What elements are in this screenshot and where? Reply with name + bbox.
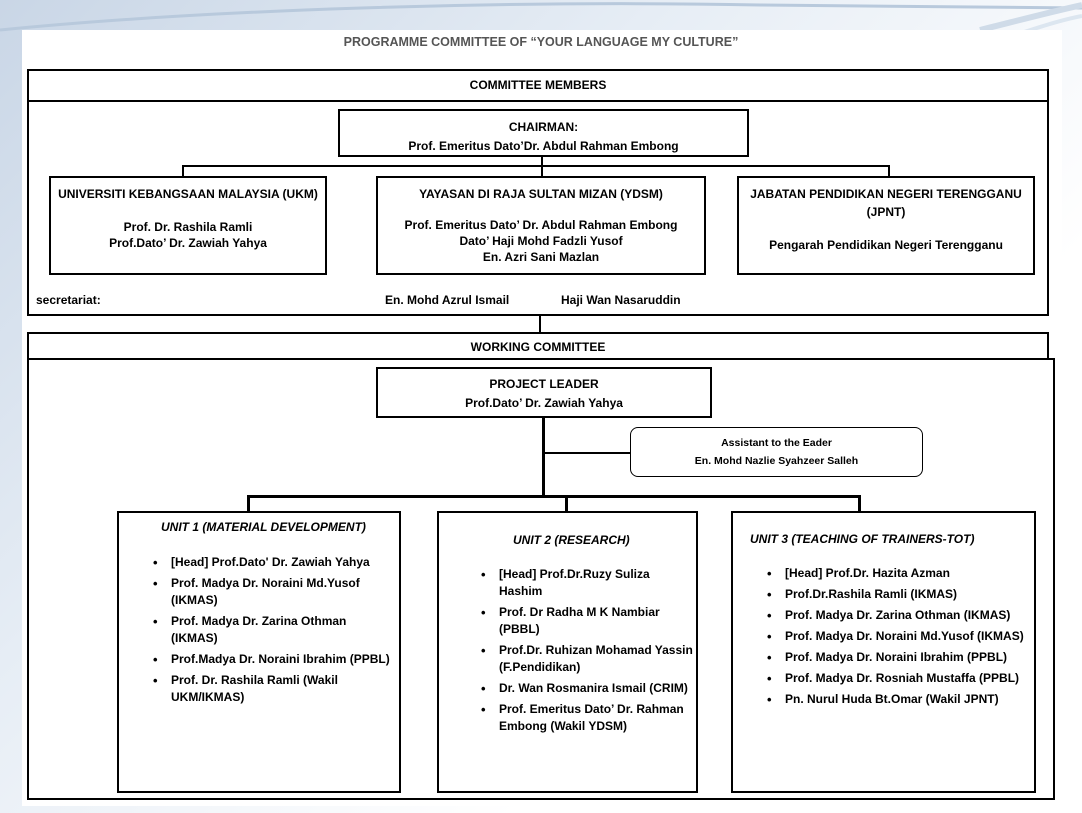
unit-member: [Head] Prof.Dato' Dr. Zawiah Yahya <box>131 554 391 571</box>
unit-member: Prof. Madya Dr. Zarina Othman (IKMAS) <box>131 613 391 647</box>
page-title: PROGRAMME COMMITTEE OF “YOUR LANGUAGE MY… <box>343 35 739 49</box>
unit-member: Prof. Emeritus Dato’ Dr. Rahman Embong (… <box>459 701 695 735</box>
unit-title: UNIT 3 (TEACHING OF TRAINERS-TOT) <box>750 532 975 546</box>
connector <box>544 452 630 454</box>
org-member: Pengarah Pendidikan Negeri Terengganu <box>769 238 1003 252</box>
connector <box>542 418 545 497</box>
org-name: YAYASAN DI RAJA SULTAN MIZAN (YDSM) <box>419 187 663 201</box>
connector <box>539 315 541 333</box>
org-box-ukm: UNIVERSITI KEBANGSAAN MALAYSIA (UKM) Pro… <box>49 176 327 275</box>
unit-member: Prof. Madya Dr. Rosniah Mustaffa (PPBL) <box>745 670 1037 687</box>
assistant-box: Assistant to the Eader En. Mohd Nazlie S… <box>630 427 923 477</box>
chairman-box: CHAIRMAN: Prof. Emeritus Dato’Dr. Abdul … <box>338 109 749 157</box>
org-member: Prof. Dr. Rashila Ramli <box>123 220 253 234</box>
unit-member: Prof. Madya Dr. Noraini Ibrahim (PPBL) <box>745 649 1037 666</box>
connector <box>247 495 861 498</box>
unit-2-box: UNIT 2 (RESEARCH) [Head] Prof.Dr.Ruzy Su… <box>437 511 698 793</box>
connector <box>541 157 543 166</box>
project-leader-label: PROJECT LEADER <box>489 377 599 391</box>
working-committee-header: WORKING COMMITTEE <box>470 340 606 354</box>
unit-member: Prof. Madya Dr. Zarina Othman (IKMAS) <box>745 607 1037 624</box>
org-name-abbrev: (JPNT) <box>866 205 906 219</box>
project-leader-name: Prof.Dato’ Dr. Zawiah Yahya <box>465 396 623 410</box>
unit-member: Prof. Madya Dr. Noraini Md.Yusof (IKMAS) <box>745 628 1037 645</box>
connector <box>888 165 890 177</box>
header-divider <box>27 100 1049 102</box>
unit-1-box: UNIT 1 (MATERIAL DEVELOPMENT) [Head] Pro… <box>117 511 401 793</box>
secretariat-label: secretariat: <box>36 293 101 307</box>
org-box-ydsm: YAYASAN DI RAJA SULTAN MIZAN (YDSM) Prof… <box>376 176 706 275</box>
chairman-label: CHAIRMAN: <box>508 120 579 134</box>
connector <box>182 165 890 167</box>
unit-member: Dr. Wan Rosmanira Ismail (CRIM) <box>459 680 695 697</box>
secretariat-member: En. Mohd Azrul Ismail <box>385 293 510 307</box>
org-box-jpnt: JABATAN PENDIDIKAN NEGERI TERENGGANU (JP… <box>737 176 1035 275</box>
unit-member: Prof. Dr Radha M K Nambiar (PBBL) <box>459 604 695 638</box>
working-committee-header-box: WORKING COMMITTEE <box>27 332 1049 360</box>
org-member: Prof. Emeritus Dato’ Dr. Abdul Rahman Em… <box>404 218 678 232</box>
connector <box>247 495 250 512</box>
connector <box>182 165 184 177</box>
org-member: Dato’ Haji Mohd Fadzli Yusof <box>459 234 623 248</box>
secretariat-member: Haji Wan Nasaruddin <box>561 293 681 307</box>
unit-member: Prof.Dr. Ruhizan Mohamad Yassin (F.Pendi… <box>459 642 695 676</box>
connector <box>858 495 861 512</box>
org-name: JABATAN PENDIDIKAN NEGERI TERENGGANU <box>750 187 1022 201</box>
project-leader-box: PROJECT LEADER Prof.Dato’ Dr. Zawiah Yah… <box>376 367 712 418</box>
connector <box>541 165 543 177</box>
unit-member: Prof. Madya Dr. Noraini Md.Yusof (IKMAS) <box>131 575 391 609</box>
unit-member: Prof. Dr. Rashila Ramli (Wakil UKM/IKMAS… <box>131 672 391 706</box>
unit-member: [Head] Prof.Dr. Hazita Azman <box>745 565 1037 582</box>
connector <box>565 495 568 512</box>
assistant-label: Assistant to the Eader <box>721 437 832 449</box>
org-member: En. Azri Sani Mazlan <box>482 250 600 264</box>
unit-3-box: UNIT 3 (TEACHING OF TRAINERS-TOT) [Head]… <box>731 511 1036 793</box>
unit-title: UNIT 2 (RESEARCH) <box>513 533 630 547</box>
chairman-name: Prof. Emeritus Dato’Dr. Abdul Rahman Emb… <box>408 139 679 153</box>
unit-member: Prof.Dr.Rashila Ramli (IKMAS) <box>745 586 1037 603</box>
org-member: Prof.Dato’ Dr. Zawiah Yahya <box>109 236 267 250</box>
org-name: UNIVERSITI KEBANGSAAN MALAYSIA (UKM) <box>58 187 318 201</box>
unit-member: [Head] Prof.Dr.Ruzy Suliza Hashim <box>459 566 695 600</box>
unit-member: Pn. Nurul Huda Bt.Omar (Wakil JPNT) <box>745 691 1037 708</box>
unit-member: Prof.Madya Dr. Noraini Ibrahim (PPBL) <box>131 651 391 668</box>
assistant-name: En. Mohd Nazlie Syahzeer Salleh <box>694 455 859 467</box>
committee-members-header: COMMITTEE MEMBERS <box>469 78 607 92</box>
unit-title: UNIT 1 (MATERIAL DEVELOPMENT) <box>161 520 366 534</box>
